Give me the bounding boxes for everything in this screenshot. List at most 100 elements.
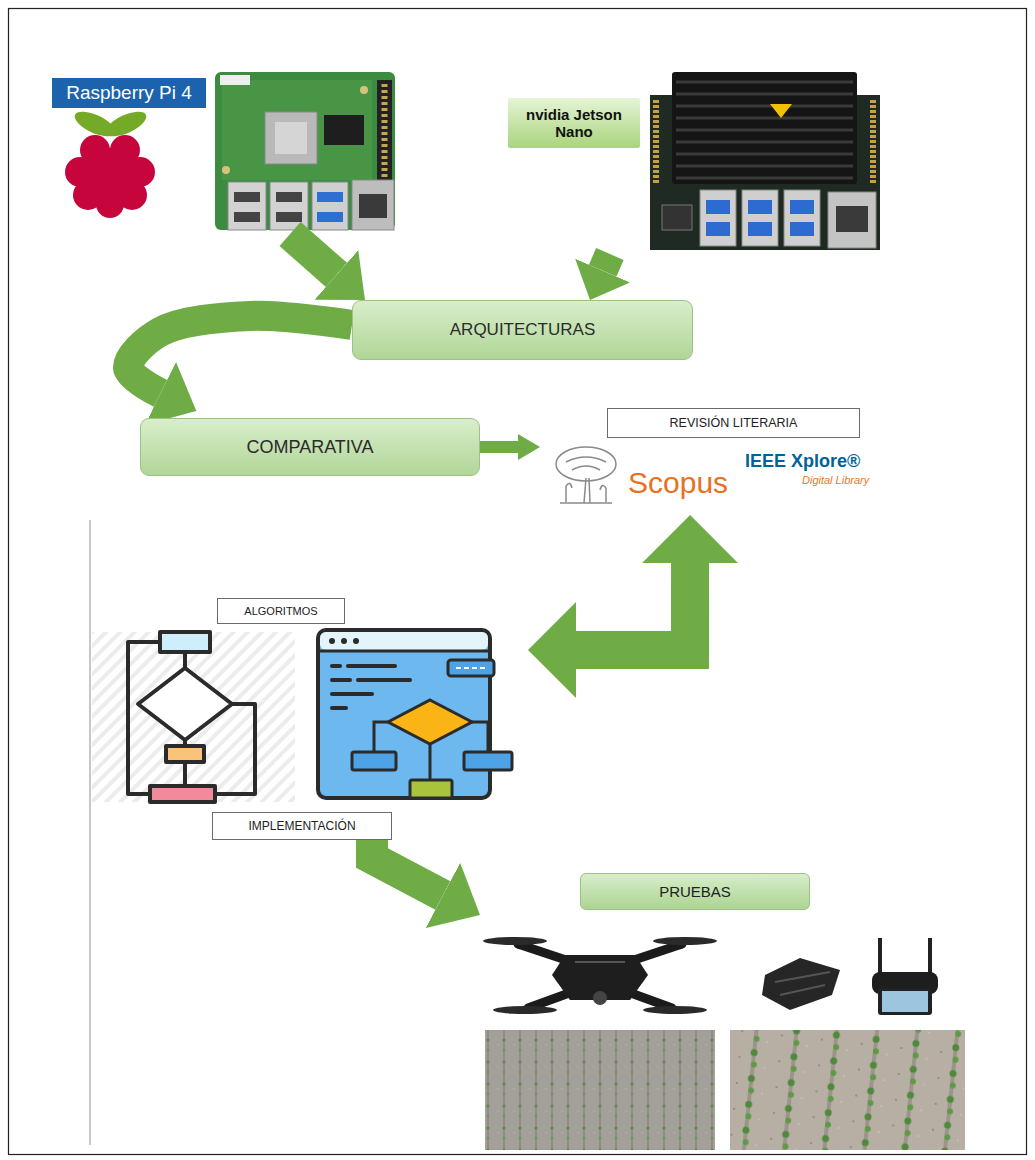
raspberry-pi-board	[312, 182, 348, 230]
section-label: ALGORITMOS	[88, 596, 528, 806]
logo-text: Digital Library	[802, 474, 869, 486]
code-window-icon	[341, 638, 347, 644]
code-window-icon	[348, 664, 395, 668]
raspberry-pi-board	[215, 72, 395, 230]
drone-photo	[643, 1006, 707, 1014]
code-window-icon	[318, 630, 512, 798]
flowchart-icon	[160, 632, 210, 652]
jetson-nano-board	[828, 192, 876, 248]
raspberry-pi-board	[360, 86, 368, 94]
flowchart-icon	[183, 762, 187, 786]
logo-text: IEEE Xplore®	[745, 452, 860, 472]
code-window-icon	[352, 752, 396, 770]
code-window-icon	[320, 650, 488, 653]
flow-arrow	[128, 316, 352, 394]
jetson-nano-board	[676, 117, 853, 120]
jetson-nano-board	[676, 177, 853, 180]
jetson-nano-board	[672, 72, 857, 184]
flow-arrow	[480, 441, 518, 453]
code-window-icon	[332, 666, 410, 708]
drone-photo	[528, 992, 572, 1008]
raspberry-pi-board	[222, 166, 230, 174]
board-label: Raspberry Pi 4	[50, 70, 402, 234]
jetson-nano-board	[790, 222, 814, 236]
code-window-icon	[464, 752, 512, 770]
process-box: PRUEBAS	[480, 870, 975, 1152]
flowchart-icon	[138, 668, 232, 740]
jetson-nano-board	[662, 205, 692, 230]
scopus-tree-logo	[560, 502, 612, 504]
raspberry-pi-board	[352, 180, 394, 230]
node-text: ARQUITECTURAS	[450, 320, 595, 340]
code-window-icon	[472, 722, 488, 752]
raspberry-pi-board	[222, 80, 372, 180]
page-frame	[9, 9, 1027, 1155]
node-text: IMPLEMENTACIÓN	[248, 819, 355, 833]
raspberry-pi-board	[270, 182, 308, 230]
raspberry-logo	[96, 190, 124, 218]
node-text: COMPARATIVA	[246, 437, 373, 458]
drone-photo	[593, 991, 607, 1005]
process-box: ARQUITECTURAS	[352, 300, 693, 360]
drone-photo	[518, 944, 682, 1008]
raspberry-pi-board	[265, 112, 317, 164]
jetson-nano-board	[742, 190, 778, 246]
jetson-nano-board	[748, 222, 772, 236]
raspberry-pi-board	[215, 72, 395, 230]
jetson-nano-board	[676, 129, 853, 132]
raspberry-pi-board	[228, 182, 266, 230]
scopus-tree-logo	[566, 457, 606, 470]
drone-photo	[628, 992, 672, 1008]
raspberry-pi-board	[382, 84, 388, 196]
node-text: Raspberry Pi 4	[52, 78, 206, 108]
code-window-icon	[456, 667, 486, 669]
jetson-nano-board	[870, 100, 876, 185]
divider-line	[89, 520, 91, 1145]
flow-arrow	[372, 840, 443, 895]
jetson-nano-board	[653, 100, 659, 185]
raspberry-pi-board	[275, 122, 307, 154]
code-window-icon	[320, 632, 488, 650]
raspberry-pi-board	[317, 212, 343, 222]
raspberry-pi-board	[276, 192, 302, 202]
raspberry-pi-board	[234, 212, 260, 222]
code-window-icon	[332, 664, 340, 668]
board-label: nvidia Jetson Nano	[505, 68, 885, 254]
process-box: COMPARATIVA	[140, 418, 480, 476]
code-window-icon	[332, 678, 350, 682]
code-window-icon	[358, 678, 410, 682]
drone-photo	[575, 961, 625, 963]
jetson-nano-board	[748, 200, 772, 214]
jetson-nano-board	[676, 153, 853, 156]
raspberry-logo	[65, 107, 155, 218]
scopus-tree-logo	[566, 483, 572, 502]
flow-arrow	[576, 563, 690, 650]
code-window-icon	[448, 660, 494, 676]
drone-photo	[775, 972, 830, 995]
jetson-nano-board	[836, 206, 868, 232]
field-photo	[485, 1030, 715, 1150]
jetson-nano-board	[676, 81, 853, 84]
jetson-nano-board	[700, 190, 736, 246]
scopus-tree-logo	[600, 485, 606, 502]
code-window-icon	[388, 700, 472, 744]
flowchart-icon	[166, 746, 204, 762]
jetson-nano-board	[676, 105, 853, 108]
jetson-nano-board	[676, 93, 853, 96]
jetson-nano-board	[706, 222, 730, 236]
code-window-icon	[329, 638, 335, 644]
section-label: IMPLEMENTACIÓN	[212, 812, 392, 840]
flowchart-icon	[128, 632, 255, 802]
raspberry-pi-board	[220, 75, 250, 85]
raspberry-pi-board	[234, 192, 260, 202]
raspberry-pi-board	[324, 115, 364, 145]
drone-photo	[878, 988, 932, 1015]
code-window-icon	[410, 780, 452, 798]
drone-photo	[493, 1006, 557, 1014]
node-text: nvidia Jetson Nano	[508, 98, 640, 148]
drone-photo	[483, 937, 938, 1015]
code-window-icon	[332, 706, 346, 710]
